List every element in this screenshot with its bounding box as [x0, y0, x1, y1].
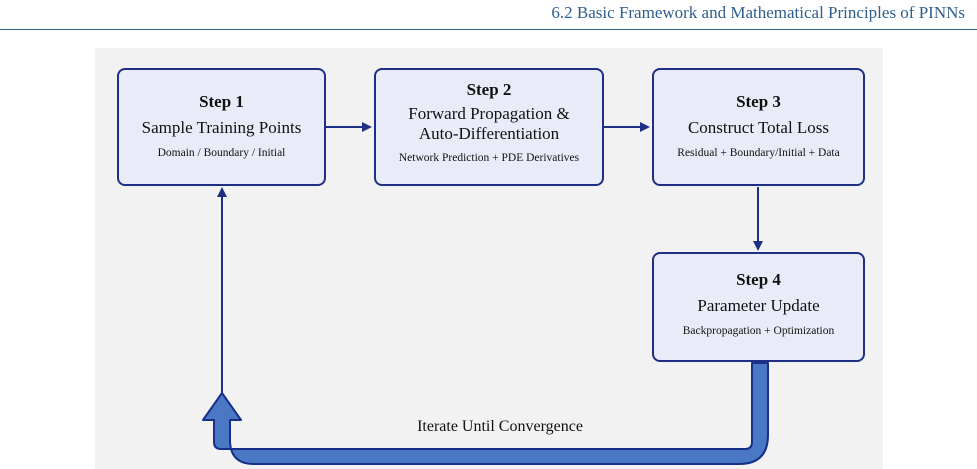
step-2-title-line-2: Auto-Differentiation: [418, 124, 560, 143]
step-2-box: Step 2 Forward Propagation & Auto-Differ…: [374, 68, 604, 186]
step-4-box: Step 4 Parameter Update Backpropagation …: [652, 252, 865, 362]
step-1-number: Step 1: [199, 92, 244, 111]
step-3-box: Step 3 Construct Total Loss Residual + B…: [652, 68, 865, 186]
step-2-number: Step 2: [466, 80, 512, 99]
step-1-box: Step 1 Sample Training Points Domain / B…: [117, 68, 326, 186]
section-header: 6.2 Basic Framework and Mathematical Pri…: [551, 3, 965, 22]
step-2-title: Forward Propagation & Auto-Differentiati…: [376, 104, 602, 144]
step-3-title: Construct Total Loss: [687, 118, 830, 137]
step-1-title: Sample Training Points: [141, 118, 302, 137]
step-4-number: Step 4: [736, 270, 781, 289]
step-4-title: Parameter Update: [697, 296, 820, 315]
iterate-loop-arrow: [202, 362, 769, 465]
step-3-subtitle: Residual + Boundary/Initial + Data: [677, 147, 840, 159]
step-3-number: Step 3: [736, 92, 781, 111]
step-2-subtitle: Network Prediction + PDE Derivatives: [398, 152, 580, 164]
step-1-subtitle: Domain / Boundary / Initial: [157, 147, 286, 159]
header-divider: [0, 29, 977, 30]
step-2-title-line-1: Forward Propagation &: [408, 104, 570, 123]
step-4-subtitle: Backpropagation + Optimization: [682, 325, 835, 337]
iterate-loop-label: Iterate Until Convergence: [417, 418, 583, 435]
